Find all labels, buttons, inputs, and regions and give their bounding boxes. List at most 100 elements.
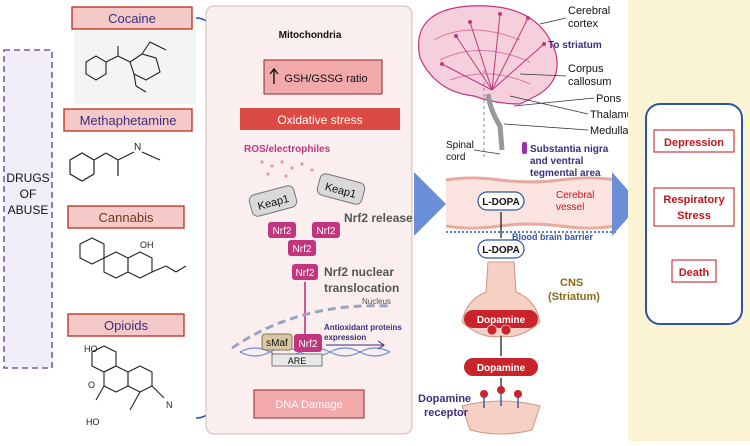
nrf2-node-4 bbox=[292, 264, 318, 280]
nucleus-membrane bbox=[231, 304, 391, 350]
substantia-line3: tegmental area bbox=[530, 168, 601, 179]
dopamine-box-1 bbox=[464, 310, 538, 328]
drug-box-methamphetamine bbox=[63, 108, 193, 132]
cerebral-cortex-line1: Cerebral bbox=[568, 5, 610, 17]
nrf2-label-1: Nrf2 bbox=[273, 226, 292, 237]
drug-box-cocaine bbox=[71, 6, 193, 30]
ldopa-box-cns bbox=[477, 239, 525, 259]
corpus-callosum-line1: Corpus bbox=[568, 63, 604, 75]
spinal-cord-line1: Spinal bbox=[446, 140, 474, 151]
receptor-sites bbox=[480, 386, 522, 408]
smaf-box bbox=[261, 333, 293, 351]
drug-name-methamphetamine: Methaphetamine bbox=[80, 113, 177, 128]
receptor-line2: receptor bbox=[424, 407, 469, 419]
thalamus-pointer bbox=[509, 95, 589, 115]
oxidative-stress-label: Oxidative stress bbox=[277, 113, 362, 127]
ros-electrophiles-label: ROS/electrophiles bbox=[244, 144, 331, 155]
substantia-marker bbox=[522, 142, 527, 154]
nrf2-node-3 bbox=[288, 240, 316, 256]
nrf2-label-dna: Nrf2 bbox=[299, 339, 318, 350]
ldopa-box-vessel bbox=[477, 191, 525, 211]
medulla-label: Medulla bbox=[590, 125, 629, 137]
gsh-gssg-ratio-label: GSH/GSSG ratio bbox=[284, 73, 367, 85]
pons-label: Pons bbox=[596, 93, 622, 105]
keap1-right bbox=[316, 173, 366, 205]
dna-damage-box bbox=[253, 389, 365, 419]
outcome-death-box bbox=[671, 259, 717, 283]
opioid-ho-bottom: HO bbox=[86, 417, 100, 427]
are-box bbox=[271, 353, 323, 367]
nrf2-node-1 bbox=[268, 222, 296, 238]
dopamine-pathways bbox=[441, 13, 545, 91]
dopamine-label-2: Dopamine bbox=[477, 363, 526, 374]
oxidative-stress-bar bbox=[240, 108, 400, 130]
antioxidant-line1: Antioxidant proteins bbox=[324, 323, 402, 332]
brain-illustration bbox=[418, 5, 558, 151]
bbb-label: Blood brain barrier bbox=[512, 232, 594, 242]
outcome-death: Death bbox=[679, 267, 710, 279]
antioxidant-line2: expression bbox=[324, 333, 366, 342]
drug-name-cannabis: Cannabis bbox=[99, 210, 154, 225]
spinal-pointer bbox=[473, 149, 501, 155]
drug-name-opioids: Opioids bbox=[104, 318, 149, 333]
drugs-label-line2: OF bbox=[20, 187, 37, 201]
outcome-respiratory-box bbox=[653, 187, 735, 227]
arrow-vessel-to-outcomes bbox=[612, 172, 640, 236]
are-label: ARE bbox=[288, 356, 307, 366]
ros-dots bbox=[260, 160, 314, 178]
corpus-callosum-line2: callosum bbox=[568, 76, 611, 88]
medulla-pointer bbox=[503, 123, 589, 131]
gsh-gssg-ratio-box bbox=[263, 59, 383, 95]
smaf-label: sMaf bbox=[266, 338, 288, 349]
pathway-dots bbox=[440, 12, 546, 66]
mitochondria-title: Mitochondria bbox=[279, 30, 342, 41]
expression-arrow bbox=[326, 340, 385, 350]
spinal-cord-line2: cord bbox=[446, 152, 465, 163]
substantia-line1: Substantia nigra bbox=[530, 144, 609, 155]
nrf2-translocation-line1: Nrf2 nuclear bbox=[324, 265, 394, 279]
dna-damage-label: DNA Damage bbox=[275, 399, 342, 411]
cannabis-oh-label: OH bbox=[140, 240, 154, 250]
postsynaptic-membrane bbox=[461, 400, 541, 435]
drugs-of-abuse-box bbox=[3, 49, 53, 369]
cerebral-vessel bbox=[445, 176, 617, 230]
ldopa-label-vessel: L-DOPA bbox=[482, 197, 520, 208]
cocaine-structure bbox=[74, 30, 196, 104]
up-arrow-icon bbox=[269, 67, 279, 84]
dopamine-box-2 bbox=[464, 358, 538, 376]
drugs-label-line1: DRUGS bbox=[6, 171, 49, 185]
substantia-line2: and ventral bbox=[530, 156, 584, 167]
vesicles bbox=[486, 324, 512, 336]
nrf2-label-2: Nrf2 bbox=[317, 226, 336, 237]
opioid-o-ring: O bbox=[88, 380, 95, 390]
pons-pointer bbox=[513, 97, 595, 107]
cerebral-vessel-line1: Cerebral bbox=[556, 190, 594, 201]
thalamus-label: Thalamus bbox=[590, 109, 639, 121]
cerebral-vessel-line2: vessel bbox=[556, 202, 584, 213]
opioid-n-methyl: N bbox=[166, 400, 173, 410]
methamphetamine-nh-label: N bbox=[134, 142, 141, 153]
outcome-respiratory-line1: Respiratory bbox=[663, 194, 725, 206]
outcome-depression: Depression bbox=[664, 137, 724, 149]
outcome-respiratory-line2: Stress bbox=[677, 210, 711, 222]
drug-box-cannabis bbox=[67, 205, 185, 229]
opioid-ho-top: HO bbox=[84, 344, 98, 354]
dopamine-label-1: Dopamine bbox=[477, 315, 526, 326]
drug-box-opioids bbox=[67, 313, 185, 337]
drugs-label-line3: ABUSE bbox=[8, 203, 49, 217]
arrow-cell-to-vessel bbox=[414, 172, 446, 236]
drug-name-cocaine: Cocaine bbox=[108, 11, 156, 26]
nucleus-label: Nucleus bbox=[362, 297, 391, 306]
nrf2-node-dna bbox=[294, 334, 322, 352]
ldopa-label-cns: L-DOPA bbox=[482, 245, 520, 256]
cerebral-cortex-line2: cortex bbox=[568, 18, 598, 30]
callosum-pointer bbox=[519, 73, 567, 77]
to-striatum-label: To striatum bbox=[548, 40, 602, 51]
nrf2-node-2 bbox=[312, 222, 340, 238]
nrf2-release-label: Nrf2 release bbox=[344, 211, 413, 225]
cns-line1: CNS bbox=[560, 277, 583, 289]
methamphetamine-structure bbox=[69, 151, 161, 182]
outcome-depression-box bbox=[653, 129, 735, 153]
cannabis-structure bbox=[79, 237, 187, 279]
nrf2-label-4: Nrf2 bbox=[296, 268, 315, 279]
